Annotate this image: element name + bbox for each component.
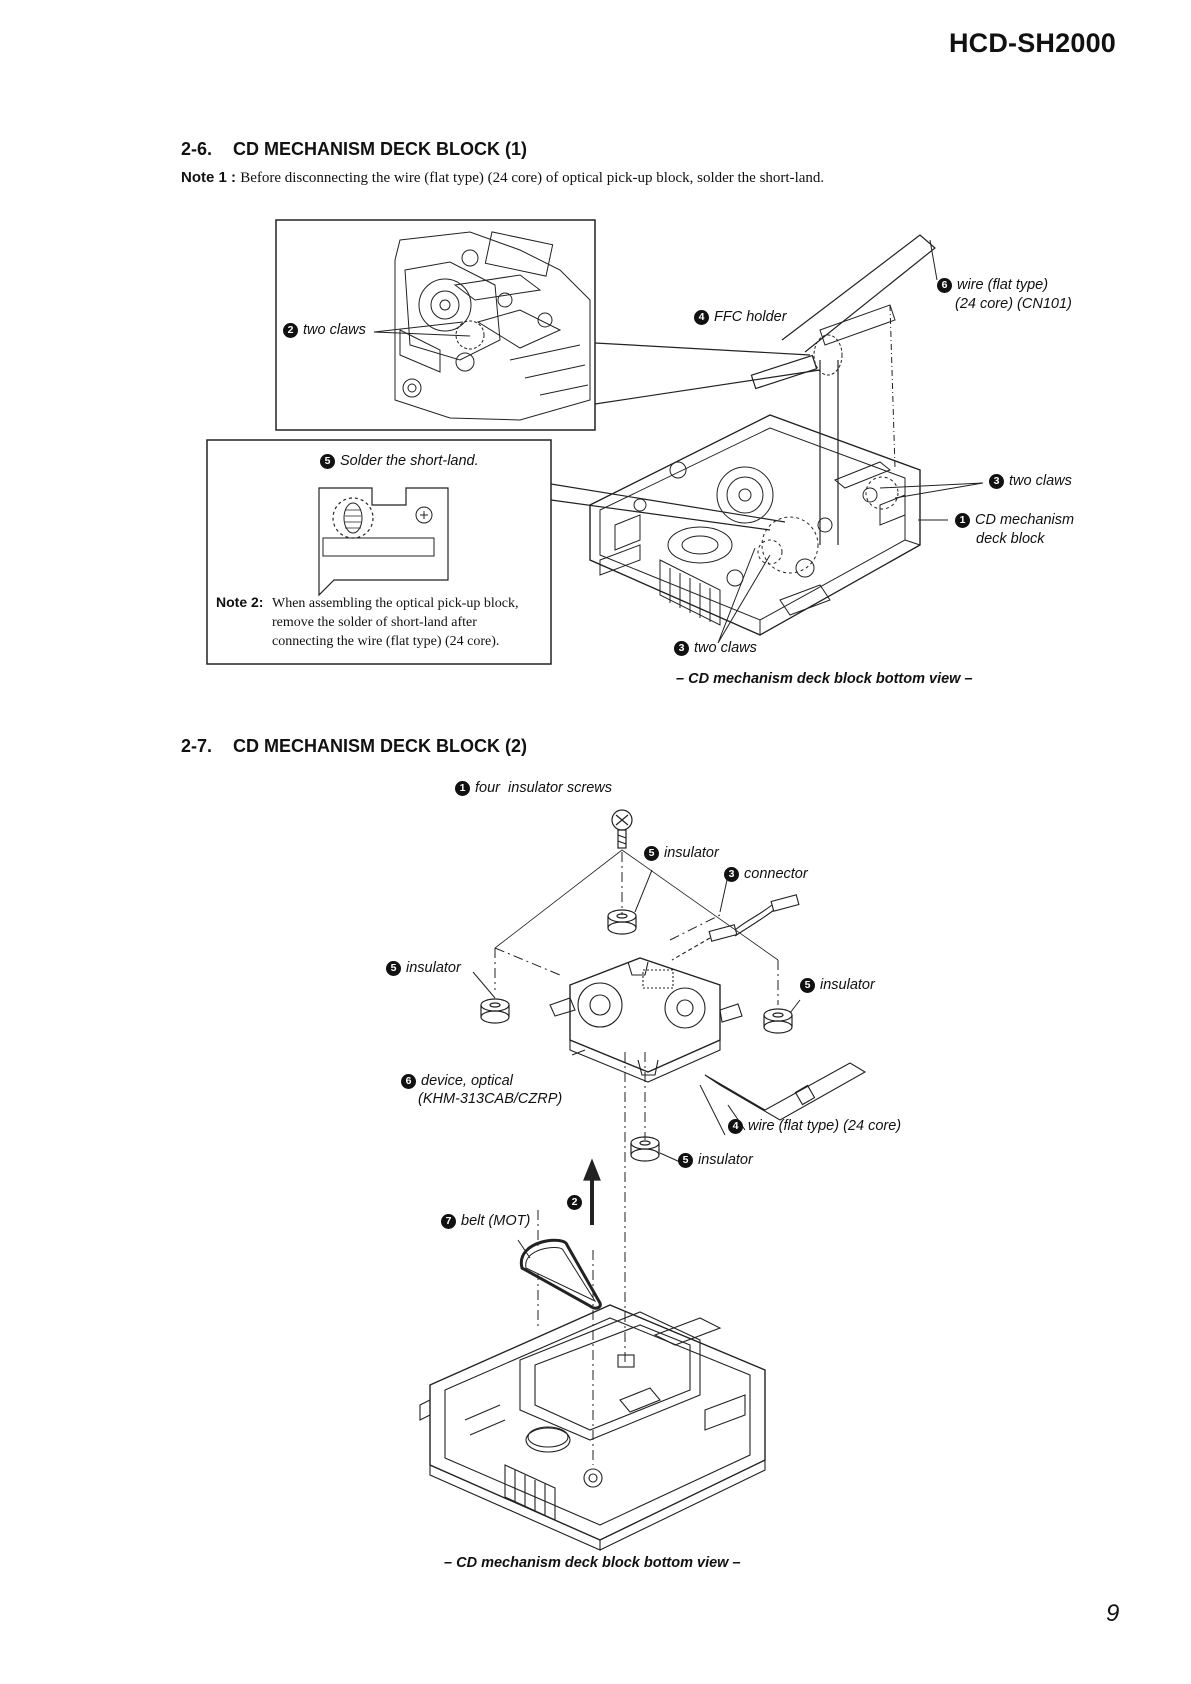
inset-connector-lines-solder [550,483,786,531]
section-title: CD MECHANISM DECK BLOCK (2) [233,736,527,756]
callout-number-icon: 4 [694,310,709,325]
inset-connector-lines-top [594,342,821,405]
callout-number-icon: 1 [455,781,470,796]
ffc-holder-drawing [750,354,818,390]
callout-number-icon: 7 [441,1214,456,1229]
section-number: 2-6. [181,139,213,159]
section-heading-2-6: 2-6. CD MECHANISM DECK BLOCK (1) [181,139,527,160]
callout-number-icon: 5 [644,846,659,861]
detail-inset-box-solder [206,439,552,665]
callout-number-icon: 4 [728,1119,743,1134]
optical-device-drawing [549,957,743,1083]
insulator-drawings [480,909,793,1162]
callout-number-icon: 5 [320,454,335,469]
insulator-screw-drawing [611,809,633,849]
callout-wire-flat-type-line2: (24 core) (CN101) [955,296,1072,312]
callout-number-icon: 2 [283,323,298,338]
note-1-label: Note 1 : [181,169,237,186]
model-number: HCD-SH2000 [948,28,1116,58]
callout-optical-device-model: (KHM-313CAB/CZRP) [418,1091,563,1107]
callout-line-two-claws-inset [373,321,471,337]
cd-deck-lower-drawing [419,1304,766,1551]
callout-line-wire [929,239,938,281]
page-number: 9 [1106,1600,1120,1627]
callout-number-icon: 3 [724,867,739,882]
callout-number-icon: 1 [955,513,970,528]
callout-number-icon: 3 [989,474,1004,489]
callout-step-2: 2 [567,1194,587,1210]
section-heading-2-7: 2-7. CD MECHANISM DECK BLOCK (2) [181,736,527,757]
callout-number-icon: 3 [674,641,689,656]
connector-drawing [671,894,800,961]
figure-caption-2: – CD mechanism deck block bottom view – [444,1555,741,1571]
cd-mechanism-deck-block-drawing [589,414,921,636]
callout-line-two-claws-right [879,482,984,499]
note-2: Note 2: [216,594,263,610]
detail-inset-box-top [275,219,596,431]
note-2-label: Note 2: [216,594,264,610]
callout-cd-mechanism-line2: deck block [976,531,1045,547]
belt-drawing [520,1238,602,1310]
flat-wire-drawing [781,234,936,545]
lift-arrow [583,1158,601,1225]
callout-number-icon: 5 [800,978,815,993]
callout-number-icon: 2 [567,1195,582,1210]
section-number: 2-7. [181,736,213,756]
callout-number-icon: 6 [401,1074,416,1089]
section-title: CD MECHANISM DECK BLOCK (1) [233,139,527,159]
callout-line-two-claws-bottom [717,547,771,644]
note-2-text: When assembling the optical pick-up bloc… [272,596,519,649]
inset-mechanism-drawing [394,231,591,421]
note-1-text: Before disconnecting the wire (flat type… [240,170,825,186]
short-land-circle [332,497,374,539]
callout-number-icon: 6 [937,278,952,293]
callout-number-icon: 5 [386,961,401,976]
note-1: Note 1 : Before disconnecting the wire (… [181,169,824,187]
short-land-pcb-outline [318,487,449,597]
callout-number-icon: 5 [678,1153,693,1168]
short-land-strip [322,537,435,557]
callout-lines-sec2 [472,869,801,1259]
figure-caption-1: – CD mechanism deck block bottom view – [676,671,973,687]
